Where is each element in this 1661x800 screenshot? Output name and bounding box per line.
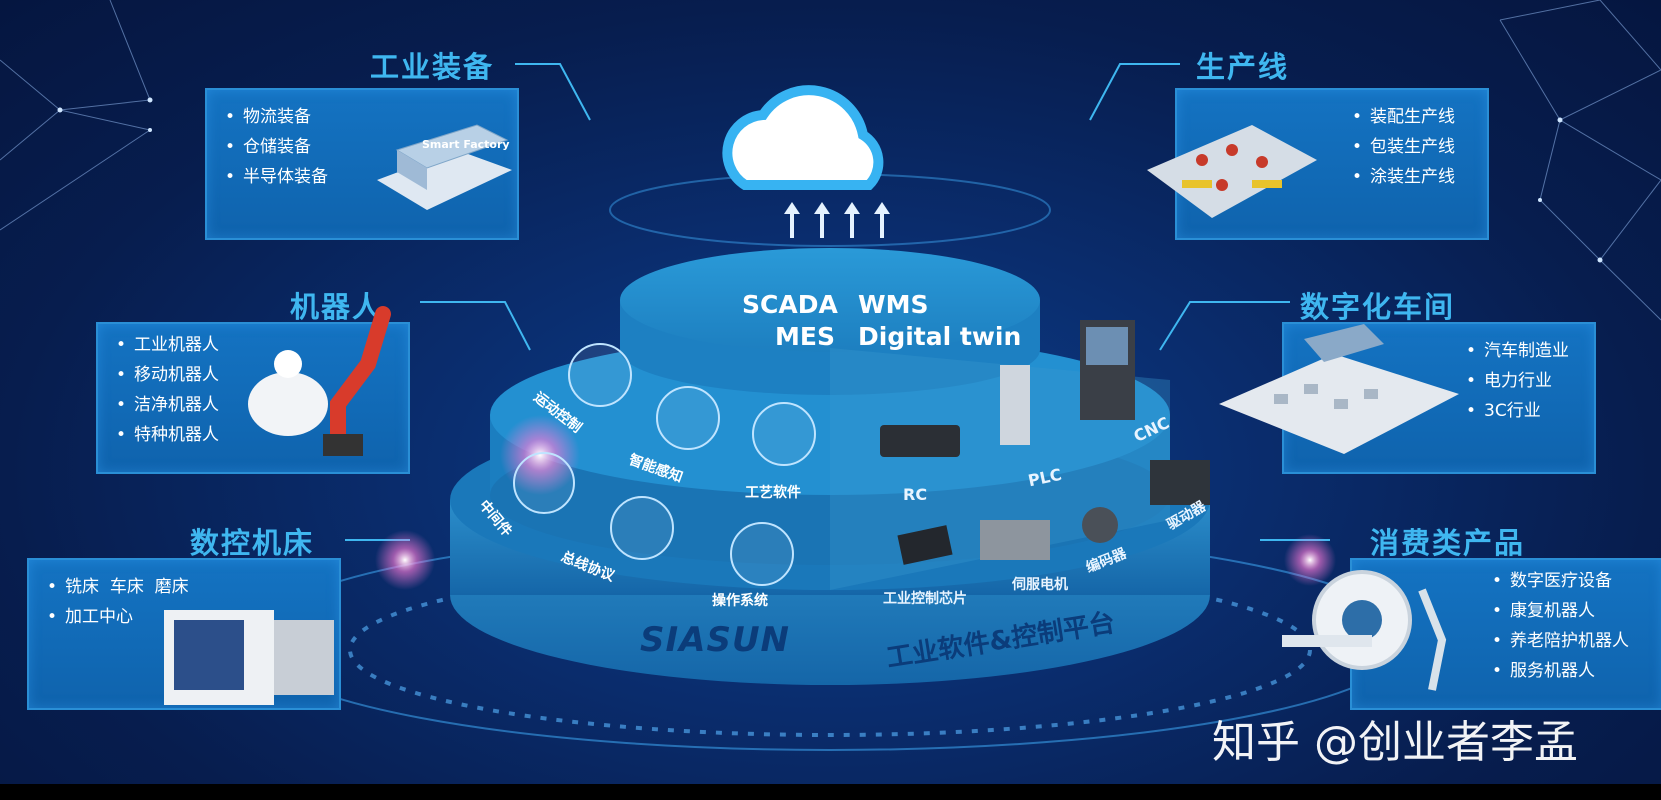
- robot-title: 机器人: [290, 290, 384, 324]
- list-item: 涂装生产线: [1352, 162, 1455, 192]
- list-item: 3C行业: [1466, 396, 1569, 426]
- medical-device-image: [1282, 570, 1447, 691]
- robot-panel: 工业机器人 移动机器人 洁净机器人 特种机器人: [96, 306, 410, 474]
- siasun-logo: SIASUN: [640, 620, 791, 660]
- operating-system-label: 操作系统: [712, 593, 768, 609]
- hardware-devices: [880, 320, 1135, 457]
- wms-label: WMS: [858, 290, 929, 319]
- consumer-products-title: 消费类产品: [1370, 526, 1526, 560]
- list-item: 特种机器人: [116, 420, 219, 450]
- robot-image: [248, 306, 391, 456]
- motion-control-icon: [568, 343, 632, 407]
- scada-label: SCADA: [742, 290, 838, 319]
- digital-workshop-panel: 汽车制造业 电力行业 3C行业: [1219, 322, 1596, 474]
- list-item: 装配生产线: [1352, 102, 1455, 132]
- production-line-panel: 装配生产线 包装生产线 涂装生产线: [1147, 88, 1489, 240]
- process-software-icon: [752, 402, 816, 466]
- bottom-bar: [0, 784, 1661, 800]
- mes-label: MES: [775, 322, 835, 351]
- digital-workshop-list: 汽车制造业 电力行业 3C行业: [1466, 336, 1569, 426]
- cloud-icon: [722, 85, 884, 190]
- list-item: 汽车制造业: [1466, 336, 1569, 366]
- list-item: 养老陪护机器人: [1492, 626, 1629, 656]
- digital-workshop-image: [1219, 324, 1459, 454]
- cnc-machine-panel: 铣床 车床 磨床 加工中心: [27, 558, 341, 710]
- digital-workshop-title: 数字化车间: [1300, 290, 1456, 324]
- robot-list: 工业机器人 移动机器人 洁净机器人 特种机器人: [116, 330, 219, 450]
- list-item: 铣床 车床 磨床: [47, 572, 189, 602]
- bottom-hardware-devices: [897, 460, 1210, 565]
- production-line-image: [1147, 125, 1317, 218]
- smart-factory-label: Smart Factory: [422, 138, 510, 151]
- list-item: 电力行业: [1466, 366, 1569, 396]
- list-item: 物流装备: [225, 102, 328, 132]
- operating-system-icon: [730, 522, 794, 586]
- digital-twin-label: Digital twin: [858, 322, 1022, 351]
- list-item: 服务机器人: [1492, 656, 1629, 686]
- list-item: 仓储装备: [225, 132, 328, 162]
- consumer-products-panel: 数字医疗设备 康复机器人 养老陪护机器人 服务机器人: [1282, 558, 1661, 710]
- watermark: 知乎 @创业者李孟: [1212, 717, 1578, 768]
- industrial-equipment-title: 工业装备: [370, 50, 495, 84]
- industrial-equipment-list: 物流装备 仓储装备 半导体装备: [225, 102, 328, 192]
- bus-protocol-icon: [610, 496, 674, 560]
- cnc-machine-list: 铣床 车床 磨床 加工中心: [47, 572, 189, 632]
- industrial-chip-label: 工业控制芯片: [883, 591, 967, 607]
- cnc-machine-title: 数控机床: [190, 526, 315, 560]
- cnc-machine-image: [164, 610, 334, 705]
- list-item: 康复机器人: [1492, 596, 1629, 626]
- list-item: 半导体装备: [225, 162, 328, 192]
- industrial-equipment-panel: 物流装备 仓储装备 半导体装备 Smart Factory: [205, 88, 519, 240]
- rc-label: RC: [903, 485, 928, 504]
- list-item: 包装生产线: [1352, 132, 1455, 162]
- servo-motor-label: 伺服电机: [1012, 577, 1068, 593]
- production-line-list: 装配生产线 包装生产线 涂装生产线: [1352, 102, 1455, 192]
- list-item: 移动机器人: [116, 360, 219, 390]
- list-item: 工业机器人: [116, 330, 219, 360]
- list-item: 加工中心: [47, 602, 189, 632]
- process-software-label: 工艺软件: [745, 485, 801, 501]
- middleware-icon: [513, 452, 575, 514]
- smart-sensing-icon: [656, 386, 720, 450]
- list-item: 数字医疗设备: [1492, 566, 1629, 596]
- production-line-title: 生产线: [1196, 50, 1290, 84]
- list-item: 洁净机器人: [116, 390, 219, 420]
- smart-factory-image: Smart Factory: [377, 124, 512, 210]
- consumer-products-list: 数字医疗设备 康复机器人 养老陪护机器人 服务机器人: [1492, 566, 1629, 686]
